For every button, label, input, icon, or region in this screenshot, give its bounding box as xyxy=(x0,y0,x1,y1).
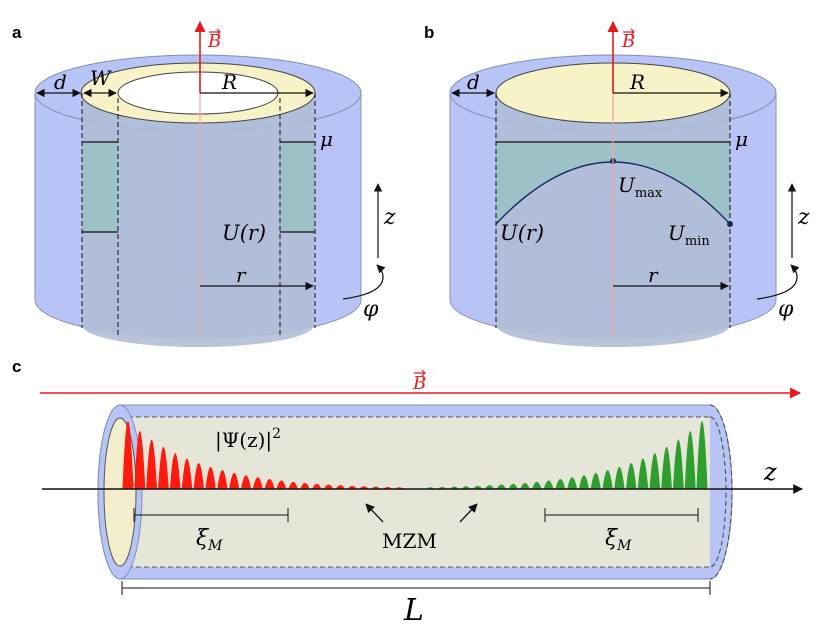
panel-a-vector-mark xyxy=(209,28,221,36)
panel-c-mzm-label: MZM xyxy=(382,529,437,553)
panel-b-U: U(r) xyxy=(500,221,544,245)
panel-c-letter: c xyxy=(12,357,21,376)
panel-c-xi-left: ξM xyxy=(196,526,223,554)
panel-b-dashed-lines xyxy=(495,93,731,328)
mzm-left-peak xyxy=(122,421,134,489)
mzm-left-peak xyxy=(252,477,263,489)
mzm-left-peak xyxy=(217,470,228,489)
panel-c-vector-mark xyxy=(414,369,426,377)
mzm-right-peak xyxy=(649,453,661,489)
mzm-left-peak xyxy=(181,458,193,489)
panel-a-phi: φ xyxy=(363,297,379,322)
mzm-right-peak xyxy=(696,421,708,489)
panel-c-xi-right: ξM xyxy=(605,526,632,554)
mzm-right-peak xyxy=(590,472,601,489)
mzm-right-peak xyxy=(637,458,649,489)
panel-b: b B R d μ Umax Umin U(r) z xyxy=(424,20,810,347)
mzm-left-peak xyxy=(146,439,157,489)
panel-b-r: r xyxy=(648,263,659,287)
mzm-right-peak xyxy=(684,431,696,489)
mzm-right-peak xyxy=(661,446,672,489)
mzm-right-peak xyxy=(485,485,495,489)
mzm-right-peak xyxy=(567,477,578,489)
panel-b-phi-arrow xyxy=(756,264,800,300)
panel-c-mzm-arrow-left xyxy=(365,503,384,523)
panel-a-z: z xyxy=(383,205,396,230)
panel-b-umax-label: Umax xyxy=(618,173,663,201)
panel-b-field-label: B xyxy=(621,31,635,52)
panel-b-vector-mark xyxy=(623,28,635,36)
panel-b-d: d xyxy=(467,70,480,94)
mzm-right-peak xyxy=(626,462,637,489)
mzm-right-peak xyxy=(496,484,507,489)
panel-c-wire-core xyxy=(120,417,710,567)
mzm-left-peak xyxy=(347,485,357,489)
panel-a-field-label: B xyxy=(207,31,221,52)
mzm-right-peak xyxy=(473,485,483,489)
panel-b-teal-region xyxy=(496,142,730,224)
panel-c-end-right-shell xyxy=(709,404,733,580)
mzm-left-peak xyxy=(193,462,204,489)
mzm-left-peak xyxy=(205,466,216,489)
panel-b-z: z xyxy=(797,205,810,230)
mzm-right-peak xyxy=(673,439,684,489)
panel-c-z: z xyxy=(763,458,777,486)
mzm-left-peak xyxy=(134,431,146,489)
mzm-right-peak xyxy=(555,479,566,489)
panel-c-L: L xyxy=(403,593,424,628)
panel-a-core-body xyxy=(82,93,314,347)
mzm-right-peak xyxy=(579,475,589,489)
mzm-left-peak xyxy=(276,480,287,489)
panel-a-d: d xyxy=(54,70,67,94)
mzm-left-peak xyxy=(300,482,310,489)
panel-c-core-dashes xyxy=(120,416,710,568)
panel-a-phi-arrow xyxy=(342,264,386,300)
panel-a-r: r xyxy=(236,263,247,287)
mzm-right-peak xyxy=(543,480,554,489)
panel-a: a B R d W μ xyxy=(12,20,396,347)
panel-a-letter: a xyxy=(12,23,22,42)
panel-a-teal-left xyxy=(82,142,118,232)
panel-a-mu: μ xyxy=(320,127,333,151)
panel-c-end-left-core xyxy=(103,417,137,567)
panel-c: c B z |Ψ(z)|2 ξM ξM MZM xyxy=(12,357,803,628)
panel-a-teal-right xyxy=(280,142,315,232)
panel-b-umin-label: Umin xyxy=(668,221,710,249)
mzm-right-peak xyxy=(508,483,518,489)
mzm-left-peaks xyxy=(122,421,404,489)
mzm-left-peak xyxy=(229,472,240,489)
mzm-left-peak xyxy=(264,479,275,489)
panel-a-dashed-lines xyxy=(81,93,316,338)
mzm-left-peak xyxy=(158,446,169,489)
panel-b-letter: b xyxy=(424,23,434,42)
mzm-right-peaks xyxy=(426,421,708,489)
mzm-left-peak xyxy=(312,483,322,489)
mzm-left-peak xyxy=(323,484,334,489)
panel-c-mzm-arrow-right xyxy=(459,503,478,523)
mzm-left-peak xyxy=(169,453,181,489)
panel-b-mu: μ xyxy=(735,127,748,151)
mzm-right-peak xyxy=(614,466,625,489)
panel-c-field-label: B xyxy=(412,373,426,394)
panel-a-R: R xyxy=(221,70,237,94)
mzm-right-peak xyxy=(532,481,542,489)
panel-a-U: U(r) xyxy=(222,221,266,245)
mzm-right-peak xyxy=(602,470,613,489)
mzm-left-peak xyxy=(335,485,345,489)
panel-a-W: W xyxy=(90,66,112,90)
mzm-left-peak xyxy=(241,475,251,489)
mzm-right-peak xyxy=(520,482,530,489)
panel-b-R: R xyxy=(629,70,645,94)
panel-c-psi-label: |Ψ(z)|2 xyxy=(215,426,281,453)
mzm-left-peak xyxy=(288,481,298,489)
panel-c-end-right-core xyxy=(709,416,727,568)
panel-b-phi: φ xyxy=(778,297,794,322)
